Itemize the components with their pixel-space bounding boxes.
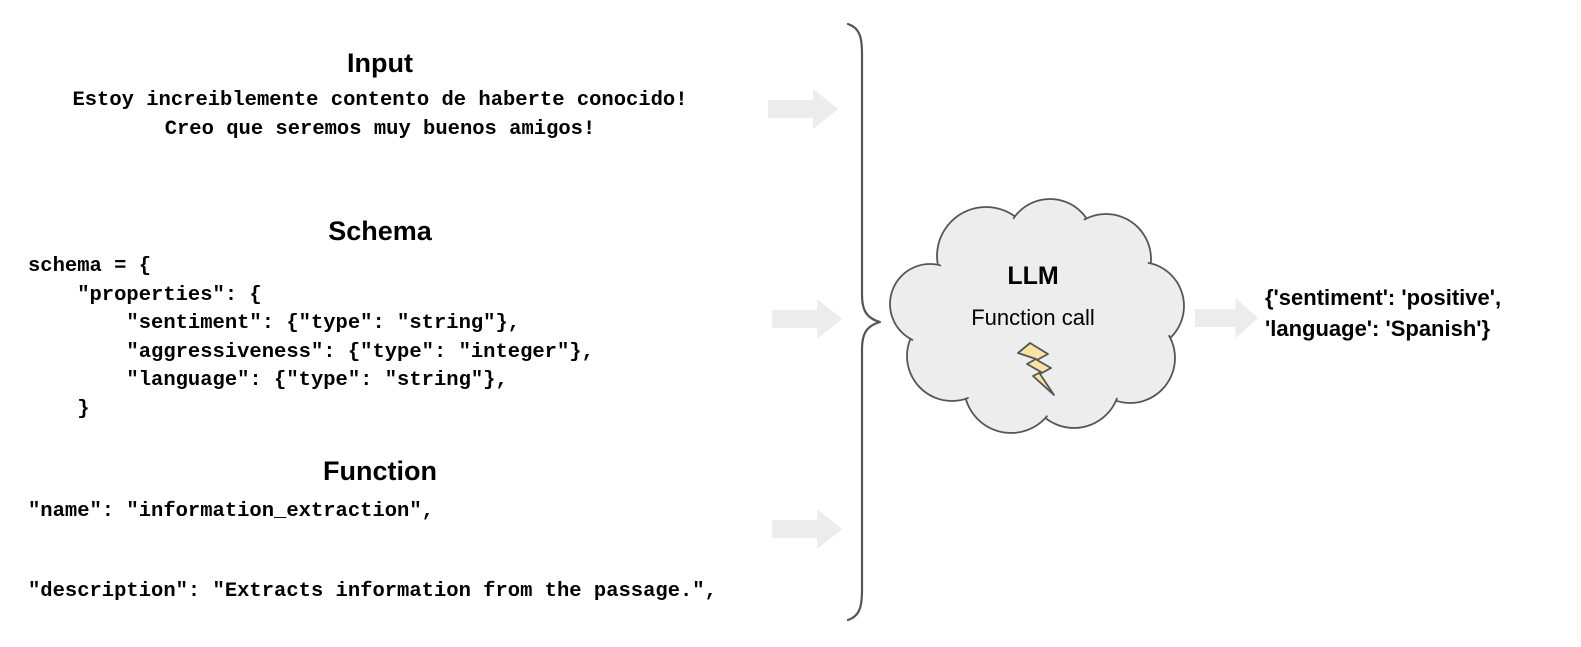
lightning-bolt-icon bbox=[1013, 341, 1063, 397]
output-result-text: {'sentiment': 'positive', 'language': 'S… bbox=[1265, 285, 1502, 341]
function-section-title: Function bbox=[323, 456, 437, 486]
right-arrow-icon-input bbox=[768, 89, 838, 129]
right-arrow-icon-schema bbox=[772, 299, 842, 339]
schema-section-title: Schema bbox=[328, 216, 432, 246]
llm-label: LLM bbox=[1007, 262, 1059, 290]
function-call-label: Function call bbox=[971, 305, 1095, 330]
function-code-block: "name": "information_extraction", "descr… bbox=[28, 500, 717, 603]
input-text-block: Estoy increiblemente contento de haberte… bbox=[72, 89, 688, 141]
schema-code-block: schema = { "properties": { "sentiment": … bbox=[28, 255, 594, 421]
curly-brace-icon bbox=[830, 22, 890, 622]
cloud-icon bbox=[878, 196, 1188, 436]
input-section-title: Input bbox=[347, 48, 413, 78]
right-arrow-icon-output bbox=[1195, 298, 1258, 338]
right-arrow-icon-function bbox=[772, 509, 842, 549]
